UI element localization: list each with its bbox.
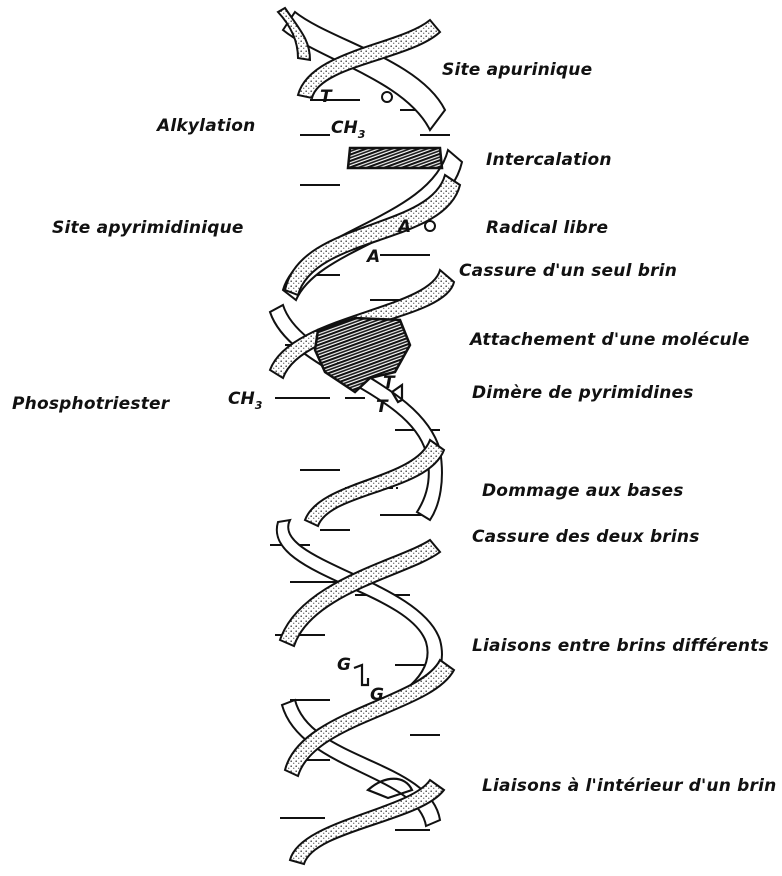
base-t-dimer-1: T (383, 373, 396, 393)
base-ch3-alkyl: CH3 (331, 118, 366, 141)
base-t-top: T (320, 87, 333, 107)
base-a-1: A (396, 217, 411, 237)
label-radical-libre: Radical libre (486, 218, 608, 238)
label-attachement-molecule: Attachement d'une molécule (470, 330, 750, 350)
label-alkylation: Alkylation (157, 116, 255, 136)
base-g-1: G (337, 655, 351, 675)
label-dommage-bases: Dommage aux bases (482, 481, 684, 501)
radical-circle (425, 221, 435, 231)
label-liaisons-differents: Liaisons entre brins différents (472, 636, 769, 656)
label-site-apurinique: Site apurinique (442, 60, 592, 80)
base-t-dimer-2: T (376, 397, 389, 417)
attached-molecule (315, 318, 410, 392)
label-phosphotriester: Phosphotriester (12, 394, 169, 414)
interstrand-crosslink (354, 665, 368, 685)
label-cassure-deux-brins: Cassure des deux brins (472, 527, 700, 547)
base-ch3-phospho: CH3 (228, 389, 263, 412)
label-dimere-pyrimidines: Dimère de pyrimidines (472, 383, 694, 403)
label-site-apyrimidinique: Site apyrimidinique (52, 218, 244, 238)
base-g-2: G (370, 685, 384, 705)
intercalated-molecule (348, 148, 442, 168)
label-liaisons-interieur: Liaisons à l'intérieur d'un brin (482, 776, 776, 796)
label-intercalation: Intercalation (486, 150, 612, 170)
base-a-2: A (365, 247, 380, 267)
label-cassure-seul-brin: Cassure d'un seul brin (459, 261, 677, 281)
apurinic-site-circle (382, 92, 392, 102)
